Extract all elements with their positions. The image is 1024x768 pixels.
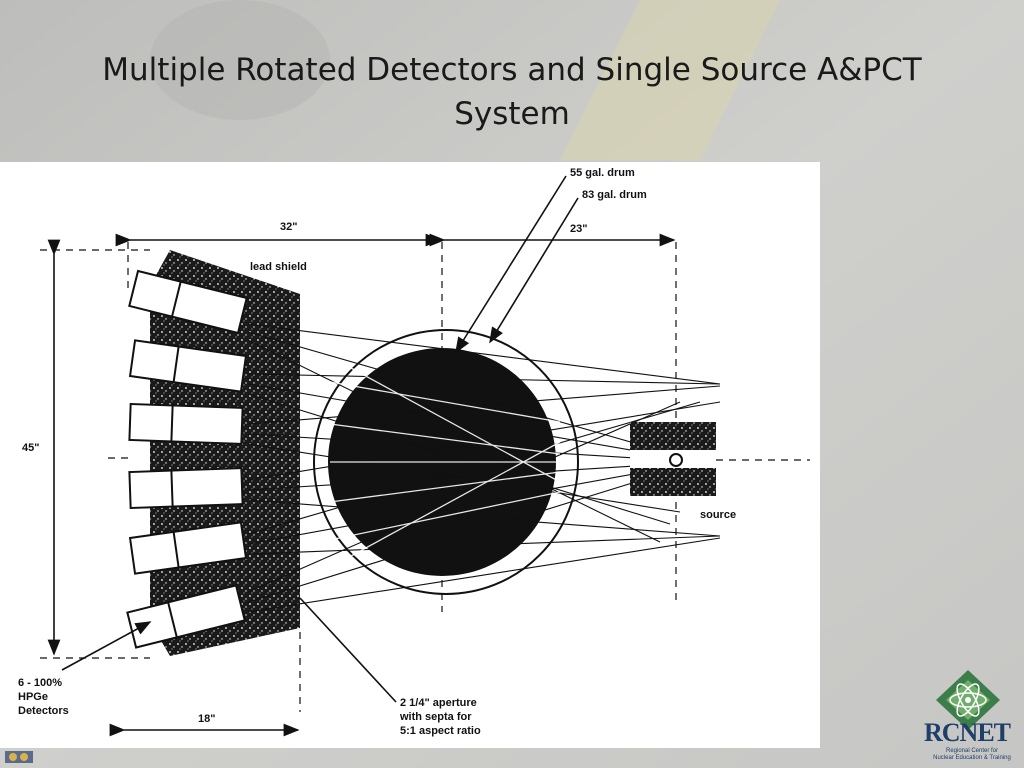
pointer-55-gal	[455, 175, 567, 354]
label-detectors-line3: Detectors	[18, 705, 69, 717]
detector-4	[128, 467, 244, 510]
label-source: source	[700, 509, 736, 521]
label-aperture-line2: with septa for	[399, 711, 472, 723]
detector-2	[128, 339, 248, 393]
detector-diagram: 32" 23" 45" 18" 55 gal. drum 83 gal. dru…	[0, 162, 820, 748]
detector-1	[128, 269, 248, 335]
label-55-gal-drum: 55 gal. drum	[570, 167, 635, 179]
logo-name: RCNET	[924, 718, 1011, 747]
detector-3	[128, 402, 244, 445]
logo-subtitle-line1: Regional Center for	[945, 748, 999, 754]
detector-5	[128, 521, 248, 575]
detector-array	[126, 269, 248, 649]
logo-subtitle-line2: Nuclear Education & Training	[933, 755, 1011, 761]
label-83-gal-drum: 83 gal. drum	[582, 189, 647, 201]
pointer-83-gal	[489, 197, 579, 344]
source-assembly	[630, 422, 716, 496]
gear-badge-icon	[5, 751, 33, 763]
slide-title: Multiple Rotated Detectors and Single So…	[102, 52, 922, 132]
label-aperture-line1: 2 1/4" aperture	[400, 697, 477, 709]
label-dim-18: 18"	[198, 713, 215, 725]
label-dim-45: 45"	[22, 442, 39, 454]
detector-6	[126, 584, 246, 649]
label-lead-shield: lead shield	[250, 261, 307, 273]
logo-subtitle: Regional Center for Nuclear Education & …	[924, 748, 1020, 762]
label-dim-32: 32"	[280, 221, 297, 233]
pointer-detectors	[61, 621, 152, 671]
pointer-aperture	[299, 597, 397, 703]
label-detectors-line1: 6 - 100%	[18, 677, 62, 689]
drum-83-gal	[313, 329, 579, 595]
label-dim-23: 23"	[570, 223, 587, 235]
rcnet-logo-icon	[936, 670, 1000, 730]
label-aperture-line3: 5:1 aspect ratio	[400, 725, 481, 737]
label-detectors-line2: HPGe	[18, 691, 48, 703]
